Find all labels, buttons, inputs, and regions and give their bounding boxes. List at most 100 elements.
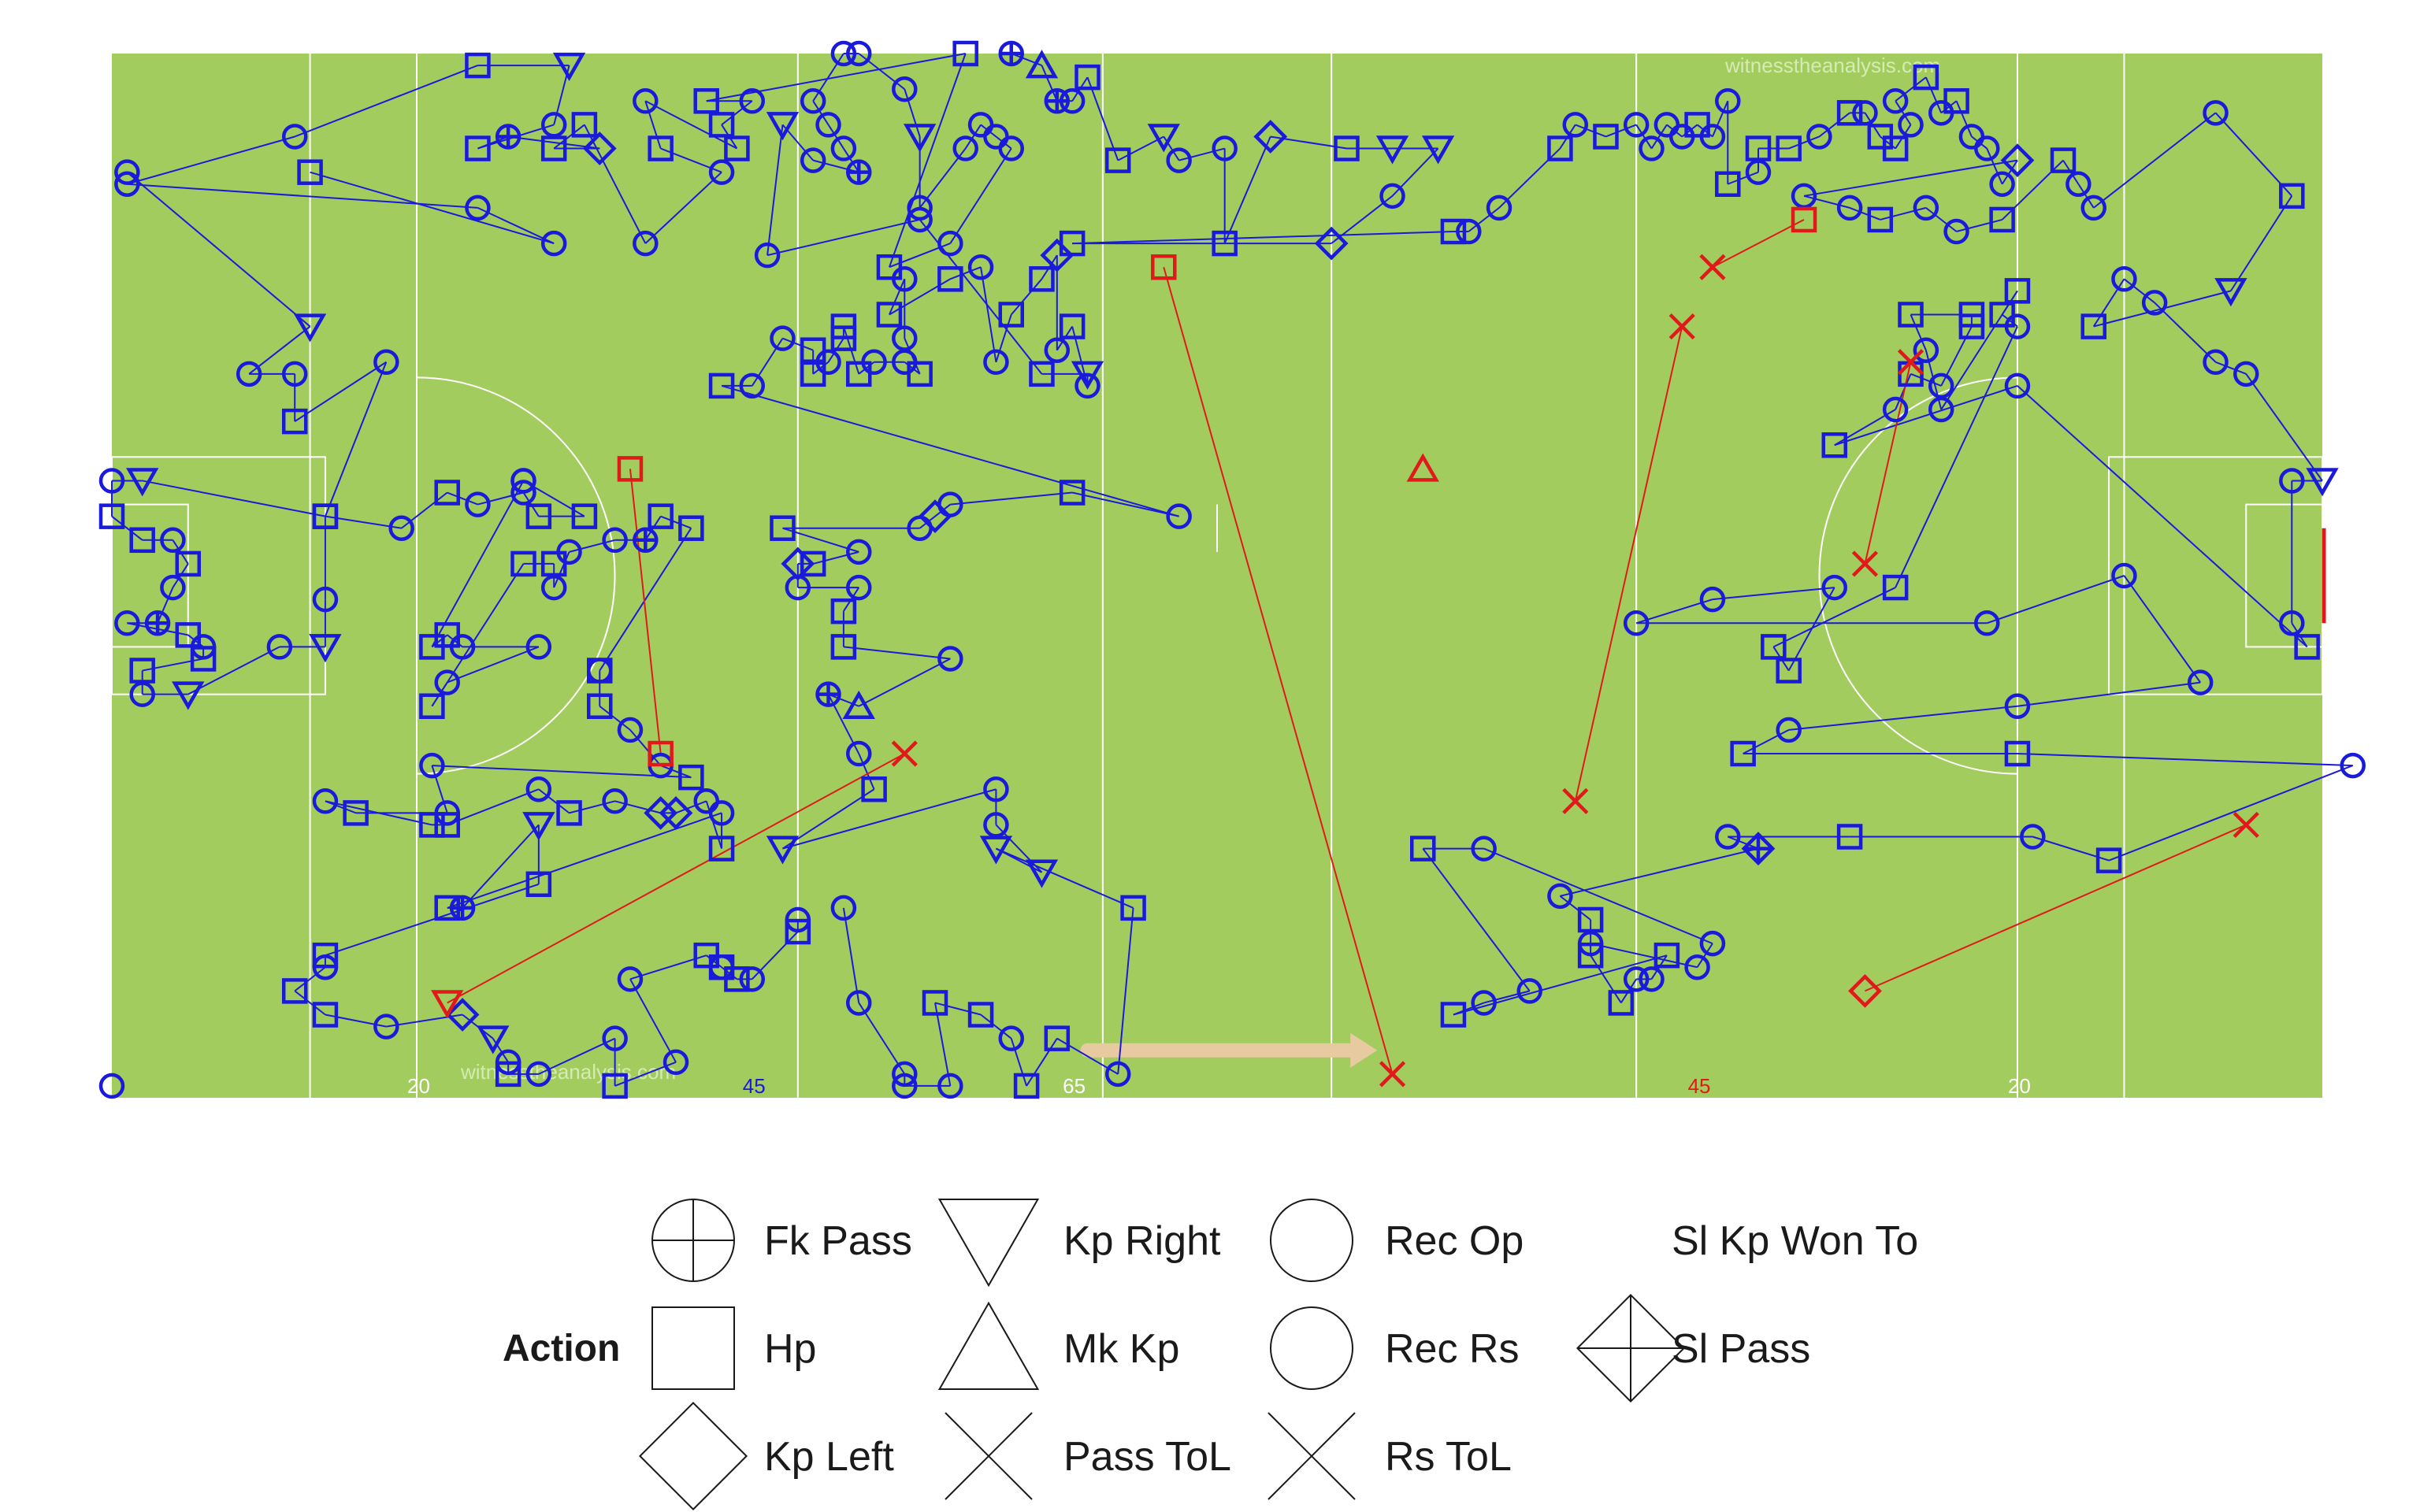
action-point bbox=[1516, 978, 1542, 1004]
action-point bbox=[861, 349, 887, 376]
action-point bbox=[918, 499, 952, 534]
pass-line bbox=[2214, 112, 2293, 197]
action-point bbox=[1715, 88, 1741, 114]
pass-line bbox=[827, 124, 844, 150]
pass-line bbox=[766, 124, 784, 256]
distance-label: 20 bbox=[2008, 1074, 2031, 1098]
pass-line bbox=[888, 53, 967, 268]
legend-key bbox=[937, 1199, 1040, 1288]
pass-line bbox=[142, 480, 326, 517]
action-point bbox=[175, 550, 202, 577]
pass-line bbox=[904, 88, 921, 137]
pass-line bbox=[2017, 681, 2201, 707]
action-point bbox=[1212, 230, 1238, 257]
action-point bbox=[770, 325, 796, 351]
action-point bbox=[967, 254, 994, 280]
action-point bbox=[830, 313, 857, 339]
pass-line bbox=[1163, 266, 1394, 1075]
action-point bbox=[633, 230, 659, 257]
action-point bbox=[1699, 124, 1726, 150]
pass-line bbox=[1712, 219, 1805, 269]
action-point bbox=[1562, 788, 1589, 814]
action-point bbox=[540, 230, 567, 257]
pass-line bbox=[1574, 326, 1683, 802]
action-point bbox=[1928, 396, 1954, 423]
action-point bbox=[2111, 266, 2137, 292]
action-point bbox=[708, 112, 735, 138]
action-point bbox=[876, 254, 903, 280]
pass-line bbox=[584, 124, 647, 244]
action-point bbox=[1852, 100, 1878, 126]
pass-line bbox=[508, 135, 600, 150]
action-point bbox=[708, 800, 735, 826]
pass-line bbox=[1453, 954, 1668, 1016]
action-point bbox=[1974, 610, 2000, 636]
pass-line bbox=[980, 1014, 1012, 1040]
pass-line bbox=[842, 907, 860, 1003]
pass-line bbox=[1772, 587, 1896, 648]
action-point bbox=[892, 76, 918, 102]
action-point bbox=[2004, 740, 2031, 767]
pass-line bbox=[1910, 372, 1942, 387]
pass-line bbox=[1605, 124, 1637, 138]
pass-line bbox=[324, 361, 388, 517]
pass-line bbox=[1865, 824, 2247, 992]
action-point bbox=[998, 40, 1025, 67]
pass-line bbox=[629, 978, 677, 1063]
action-point bbox=[2233, 811, 2259, 839]
action-point bbox=[1044, 1025, 1071, 1051]
action-point bbox=[1456, 218, 1482, 245]
pass-line bbox=[705, 800, 723, 849]
action-point bbox=[937, 491, 963, 517]
action-point bbox=[1577, 930, 1604, 957]
action-point bbox=[815, 112, 841, 138]
action-point bbox=[297, 159, 323, 185]
pass-line bbox=[432, 765, 692, 779]
pass-line bbox=[1864, 361, 1912, 565]
action-point bbox=[445, 998, 480, 1032]
action-point bbox=[1821, 432, 1847, 458]
action-point bbox=[2020, 824, 2046, 850]
action-point bbox=[281, 124, 308, 150]
pass-line bbox=[2001, 160, 2018, 185]
action-point bbox=[967, 1002, 994, 1028]
pass-line bbox=[995, 314, 1012, 363]
pass-line bbox=[889, 278, 906, 315]
action-point bbox=[815, 681, 841, 707]
action-point bbox=[739, 88, 766, 114]
watermark: witnesstheanalysis.com bbox=[1724, 54, 1940, 77]
action-point bbox=[1699, 586, 1726, 613]
action-point bbox=[708, 159, 735, 185]
action-point bbox=[1071, 361, 1104, 390]
action-point bbox=[190, 646, 217, 672]
action-point bbox=[2203, 100, 2229, 126]
pass-line bbox=[599, 528, 692, 672]
action-point bbox=[1776, 135, 1802, 161]
legend-key bbox=[937, 1301, 1040, 1390]
pass-line bbox=[964, 124, 982, 150]
pass-line bbox=[1834, 384, 2018, 447]
legend-key bbox=[945, 1412, 1033, 1500]
pass-line bbox=[492, 1038, 509, 1063]
action-point bbox=[1684, 954, 1710, 980]
action-point bbox=[1334, 135, 1360, 161]
pass-line bbox=[1986, 575, 2125, 624]
legend-label: Sl Pass bbox=[1672, 1326, 1810, 1372]
pass-line bbox=[294, 966, 326, 992]
pass-line bbox=[1727, 171, 1759, 185]
pass-line bbox=[781, 788, 875, 850]
action-point bbox=[983, 776, 1009, 802]
action-point bbox=[648, 503, 674, 529]
action-point bbox=[98, 1073, 125, 1099]
action-point bbox=[830, 40, 857, 67]
action-point bbox=[633, 88, 659, 114]
action-point bbox=[1025, 50, 1059, 79]
action-point bbox=[266, 634, 293, 660]
pass-line bbox=[325, 883, 540, 957]
pass-line bbox=[1575, 124, 1606, 138]
action-point bbox=[663, 1049, 689, 1076]
pass-line bbox=[2230, 195, 2293, 291]
